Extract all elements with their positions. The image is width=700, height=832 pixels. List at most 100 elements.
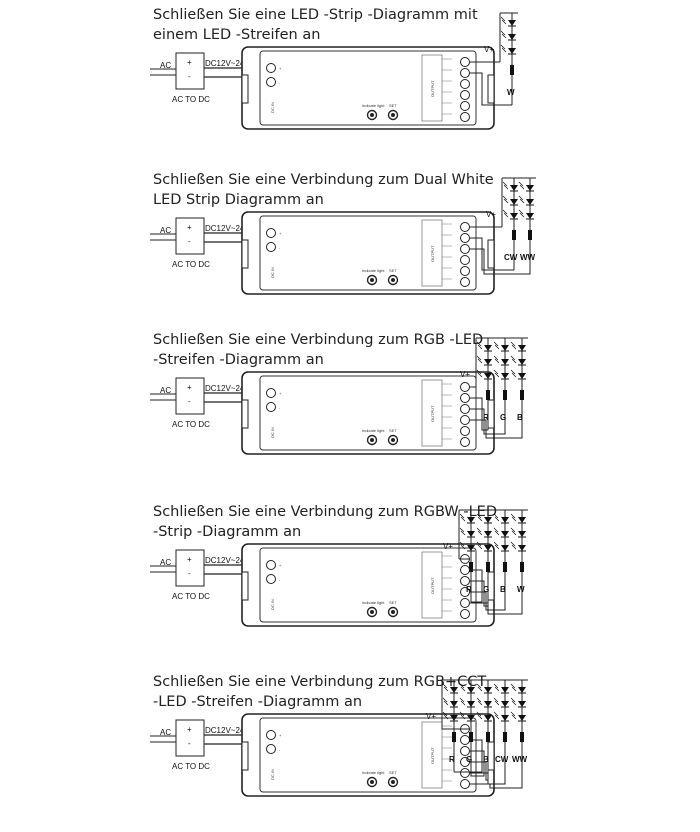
led-diode-icon — [493, 697, 509, 708]
output-terminal — [460, 266, 470, 276]
led-diode-icon — [476, 683, 492, 694]
output-terminal — [460, 79, 470, 89]
input-terminal-plus — [266, 228, 276, 238]
dc-in-label: DC IN — [270, 769, 275, 780]
ac-label: AC — [160, 61, 171, 70]
dc-in-label: DC IN — [270, 427, 275, 438]
led-diode-icon — [518, 195, 534, 206]
indicator-label: Indicate light — [362, 600, 385, 605]
output-terminal — [460, 609, 470, 619]
input-minus-mark: - — [279, 80, 281, 85]
diagram-section: Schließen Sie eine Verbindung zum RGB+CC… — [0, 672, 700, 832]
diagram-title-line: -Strip -Diagramm an — [153, 524, 302, 540]
input-terminal-minus — [266, 744, 276, 754]
diagram-title-line: LED Strip Diagramm an — [153, 192, 324, 208]
channel-label: G — [466, 755, 472, 764]
set-label: SET — [389, 268, 397, 273]
output-terminal — [460, 576, 470, 586]
input-terminal-plus — [266, 388, 276, 398]
led-diode-icon — [476, 697, 492, 708]
output-terminal — [460, 746, 470, 756]
led-diode-icon — [510, 355, 526, 366]
led-diode-icon — [500, 30, 516, 41]
diagram-section: Schließen Sie eine LED -Strip -Diagramm … — [0, 5, 700, 165]
ac-to-dc-label: AC TO DC — [172, 260, 210, 269]
led-diode-icon — [476, 541, 492, 552]
led-channel: B — [470, 338, 526, 439]
psu-minus-label: - — [188, 72, 191, 81]
input-terminal-plus — [266, 63, 276, 73]
channel-label: G — [500, 413, 506, 422]
psu-plus-label: + — [187, 383, 192, 392]
psu-minus-label: - — [188, 569, 191, 578]
led-diode-icon — [476, 355, 492, 366]
led-diode-icon — [459, 513, 475, 524]
dc-range-label: DC12V~24V — [205, 556, 250, 565]
led-diode-icon — [510, 513, 526, 524]
diagram-title-line: Schließen Sie eine Verbindung zum RGB -L… — [153, 332, 484, 348]
led-diode-icon — [493, 683, 509, 694]
output-terminal — [460, 382, 470, 392]
led-channel: CW — [470, 178, 518, 271]
led-diode-icon — [510, 527, 526, 538]
diagram-title: Schließen Sie eine LED -Strip -Diagramm … — [153, 5, 478, 45]
input-plus-mark: + — [279, 563, 282, 568]
output-label: OUTPUT — [430, 80, 435, 97]
indicator-label: Indicate light — [362, 103, 385, 108]
ac-to-dc-label: AC TO DC — [172, 420, 210, 429]
led-diode-icon — [502, 209, 518, 220]
diagram-title: Schließen Sie eine Verbindung zum RGBW -… — [153, 502, 497, 542]
input-minus-mark: - — [279, 245, 281, 250]
input-plus-mark: + — [279, 733, 282, 738]
led-diode-icon — [493, 513, 509, 524]
dc-in-label: DC IN — [270, 599, 275, 610]
input-terminal-minus — [266, 402, 276, 412]
led-channel: R — [459, 510, 483, 603]
channel-label: CW — [495, 755, 509, 764]
led-diode-icon — [459, 697, 475, 708]
led-diode-icon — [493, 541, 509, 552]
led-diode-icon — [502, 195, 518, 206]
output-terminal — [460, 393, 470, 403]
led-diode-icon — [459, 541, 475, 552]
dc-range-label: DC12V~24V — [205, 224, 250, 233]
psu-plus-label: + — [187, 58, 192, 67]
diagram-title-line: -Streifen -Diagramm an — [153, 352, 324, 368]
input-minus-mark: - — [279, 747, 281, 752]
output-terminal — [460, 735, 470, 745]
ac-label: AC — [160, 386, 171, 395]
psu-plus-label: + — [187, 725, 192, 734]
indicator-label: Indicate light — [362, 770, 385, 775]
output-terminal — [460, 598, 470, 608]
diagram-section: Schließen Sie eine Verbindung zum RGBW -… — [0, 502, 700, 662]
led-channel: G — [459, 680, 485, 777]
led-diode-icon — [493, 711, 509, 722]
diagram-title-line: Schließen Sie eine LED -Strip -Diagramm … — [153, 7, 478, 23]
psu-minus-label: - — [188, 739, 191, 748]
dc-in-label: DC IN — [270, 102, 275, 113]
v-plus-label: V+ — [484, 45, 494, 54]
led-diode-icon — [476, 341, 492, 352]
output-terminal — [460, 255, 470, 265]
led-diode-icon — [442, 697, 458, 708]
input-terminal-plus — [266, 560, 276, 570]
psu-minus-label: - — [188, 237, 191, 246]
led-diode-icon — [510, 683, 526, 694]
input-terminal-plus — [266, 730, 276, 740]
led-diode-icon — [510, 697, 526, 708]
ac-label: AC — [160, 728, 171, 737]
psu-minus-label: - — [188, 397, 191, 406]
dc-in-label: DC IN — [270, 267, 275, 278]
led-diode-icon — [518, 209, 534, 220]
